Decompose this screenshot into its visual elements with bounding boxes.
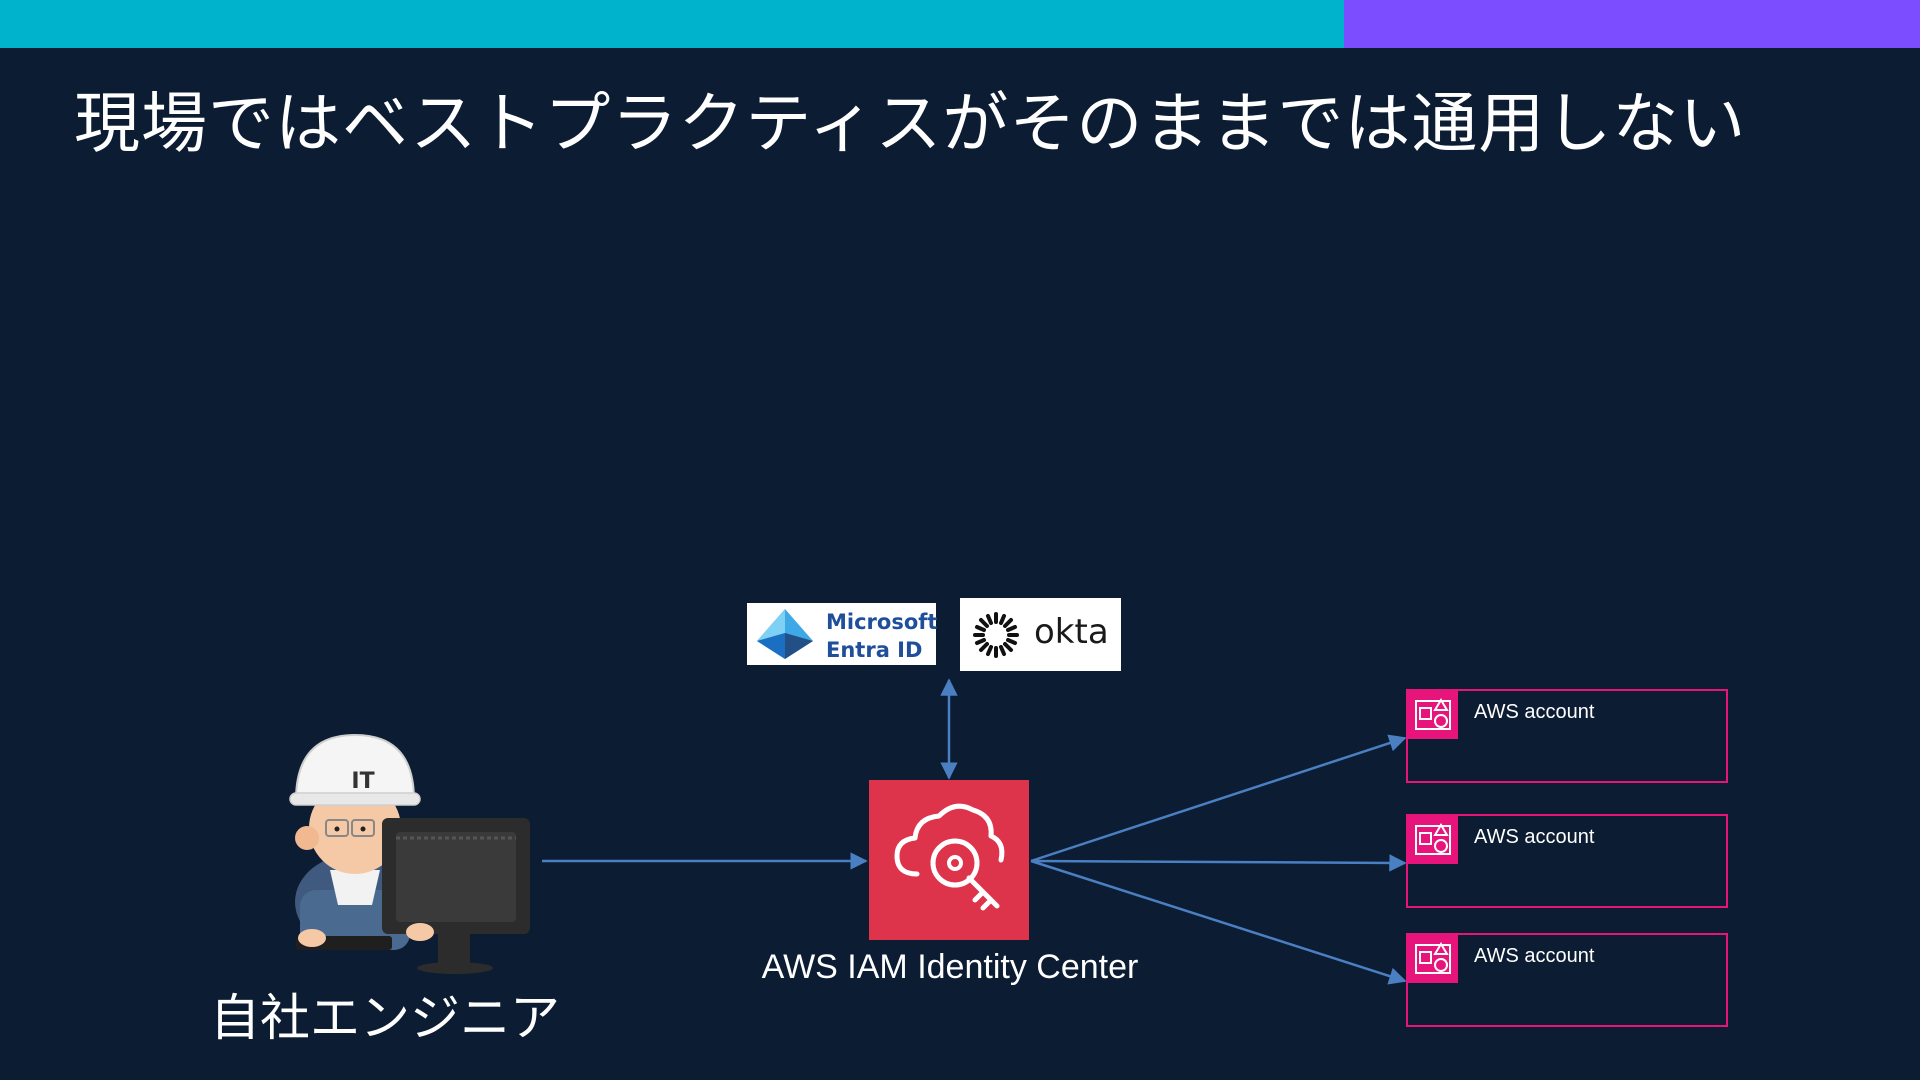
- connector-iam-to-account-3: [1030, 859, 1407, 985]
- entra-line-2: Entra ID: [826, 638, 923, 662]
- entra-line-1: Microsoft: [826, 610, 938, 634]
- okta-sunburst-logo-icon: [973, 612, 1019, 658]
- engineer-label: 自社エンジニア: [210, 989, 560, 1047]
- okta-logo: okta: [960, 598, 1121, 671]
- connector-iam-to-account-2: [1030, 854, 1407, 872]
- okta-wordmark: okta: [1034, 612, 1109, 652]
- aws-account-icon: [1408, 816, 1458, 864]
- entra-id-logo-icon: [757, 609, 813, 659]
- aws-account-box-2: AWS account: [1406, 814, 1728, 908]
- iam-identity-center-label: AWS IAM Identity Center: [761, 948, 1139, 986]
- aws-account-label: AWS account: [1474, 826, 1595, 848]
- microsoft-entra-id-logo: Microsoft Entra ID: [747, 603, 938, 665]
- top-accent-bar-teal: [0, 0, 1344, 48]
- aws-account-label: AWS account: [1474, 945, 1595, 967]
- aws-account-box-3: AWS account: [1406, 933, 1728, 1027]
- iam-identity-center-node: [869, 780, 1029, 940]
- connector-iam-to-account-1: [1030, 734, 1407, 863]
- top-accent-bar-purple: [1344, 0, 1920, 48]
- engineer-illustration: IT: [289, 733, 530, 974]
- slide-title: 現場ではベストプラクティスがそのままでは通用しない: [74, 85, 1747, 162]
- helmet-text: IT: [351, 769, 374, 794]
- aws-account-icon: [1408, 691, 1458, 739]
- aws-account-box-1: AWS account: [1406, 689, 1728, 783]
- aws-account-icon: [1408, 935, 1458, 983]
- cloud-key-icon: [894, 803, 1005, 911]
- aws-account-label: AWS account: [1474, 701, 1595, 723]
